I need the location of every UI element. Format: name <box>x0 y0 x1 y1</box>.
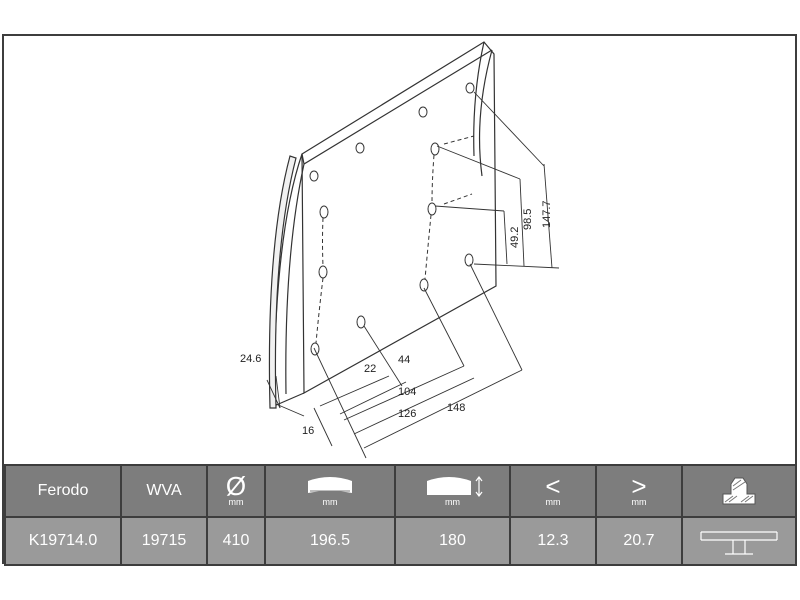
rivet-hole <box>465 82 475 94</box>
rivet-icon <box>722 477 756 505</box>
rivet-hole <box>430 142 440 156</box>
value-width: 196.5 <box>264 516 396 566</box>
spec-value-row: K19714.0 19715 410 196.5 180 12.3 20.7 <box>4 516 797 566</box>
value-wva: 19715 <box>120 516 208 566</box>
rivet-hole <box>355 142 365 154</box>
value-rivet-profile <box>681 516 797 566</box>
lining-width-icon <box>308 477 352 493</box>
header-max-thickness: > mm <box>595 464 683 518</box>
value-ferodo: K19714.0 <box>4 516 122 566</box>
diameter-icon: Ø <box>225 471 247 501</box>
value-height: 180 <box>394 516 511 566</box>
lining-plate <box>301 41 497 395</box>
rivet-hole <box>418 106 428 118</box>
header-min-thickness: < mm <box>509 464 597 518</box>
header-width-unit: mm <box>322 497 338 507</box>
drawing-frame: 24.6 22 44 104 126 148 16 49.2 98.5 147.… <box>2 34 797 566</box>
lining-top-edge <box>301 49 493 165</box>
lining-height-icon <box>426 476 482 497</box>
dim-24-6: 24.6 <box>240 353 261 365</box>
dim-22: 22 <box>364 363 376 375</box>
header-height-unit: mm <box>445 497 460 507</box>
header-ferodo: Ferodo <box>4 464 122 518</box>
dim-44: 44 <box>398 354 410 366</box>
header-min-unit: mm <box>545 497 561 507</box>
value-min-thickness: 12.3 <box>509 516 597 566</box>
header-rivet <box>681 464 797 518</box>
header-diameter: Ø mm <box>206 464 266 518</box>
dim-49-2: 49.2 <box>509 227 521 248</box>
rivet-hole <box>319 205 329 219</box>
rivet-hole <box>310 342 320 356</box>
rivet-hole <box>419 278 429 292</box>
rivet-hole <box>309 170 319 182</box>
brake-lining-drawing: 24.6 22 44 104 126 148 16 49.2 98.5 147.… <box>240 41 560 459</box>
dim-16: 16 <box>302 425 314 437</box>
dim-98-5: 98.5 <box>522 209 534 230</box>
rivet-hole <box>427 202 437 216</box>
rivet-hole <box>318 265 328 279</box>
dim-104: 104 <box>398 386 416 398</box>
greater-than-icon: > <box>631 471 647 501</box>
value-diameter: 410 <box>206 516 266 566</box>
less-than-icon: < <box>545 471 561 501</box>
header-height: mm <box>394 464 511 518</box>
dim-148: 148 <box>447 402 465 414</box>
value-max-thickness: 20.7 <box>595 516 683 566</box>
header-diameter-unit: mm <box>228 497 244 507</box>
header-wva: WVA <box>120 464 208 518</box>
spec-header-row: Ferodo WVA Ø mm mm mm < <box>4 464 797 518</box>
rivet-profile-icon <box>700 531 778 555</box>
dim-147-7: 147.7 <box>541 200 553 228</box>
rivet-hole <box>464 253 474 267</box>
dim-126: 126 <box>398 408 416 420</box>
header-max-unit: mm <box>631 497 647 507</box>
rivet-hole <box>356 315 366 329</box>
header-width: mm <box>264 464 396 518</box>
spec-table: Ferodo WVA Ø mm mm mm < <box>4 464 797 566</box>
